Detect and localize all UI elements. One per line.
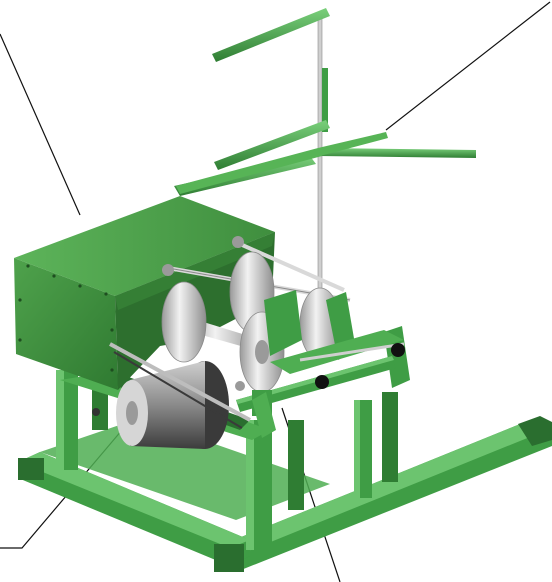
guide-rod-mid	[239, 242, 345, 292]
shaft-collar-lower	[235, 381, 245, 391]
knob-bolt	[92, 408, 100, 416]
spindle-assembly	[109, 236, 351, 429]
shaft-collar-left	[162, 264, 174, 276]
guide-arm-top	[212, 8, 330, 62]
guide-mast-upper-green	[322, 68, 328, 132]
drive-belt-rod	[113, 351, 243, 429]
guide-arm-lower-right	[318, 132, 388, 156]
housing-rivets	[18, 264, 114, 372]
guide-arm-middle	[214, 120, 330, 170]
spool-flange-left	[161, 281, 207, 363]
guide-rod-low	[109, 342, 251, 422]
leg-far-right	[382, 392, 398, 482]
traverse-rod	[299, 342, 405, 362]
rail-end-front	[214, 544, 244, 572]
traverse-arm	[252, 392, 276, 438]
carriage-plate	[270, 330, 404, 374]
leg-mid	[288, 420, 304, 510]
housing-front	[14, 258, 118, 390]
shaft-collar-top	[232, 236, 244, 248]
rail-end-left	[18, 458, 44, 480]
motor-body	[130, 361, 205, 449]
guide-arm-right	[318, 148, 476, 158]
knob-right	[391, 343, 405, 357]
knob-front	[315, 375, 329, 389]
wire-guide-assembly	[176, 8, 476, 315]
base-frame	[18, 416, 552, 572]
leader-line-housing	[0, 33, 81, 216]
rail-end-socket	[518, 416, 552, 446]
leader-line-guide-arms	[385, 1, 551, 131]
carriage-bracket-left	[264, 290, 302, 356]
guide-mast	[317, 13, 323, 315]
traverse-carriage	[92, 290, 410, 438]
housing-top	[14, 196, 275, 296]
guide-arm-lower-left	[176, 148, 322, 194]
